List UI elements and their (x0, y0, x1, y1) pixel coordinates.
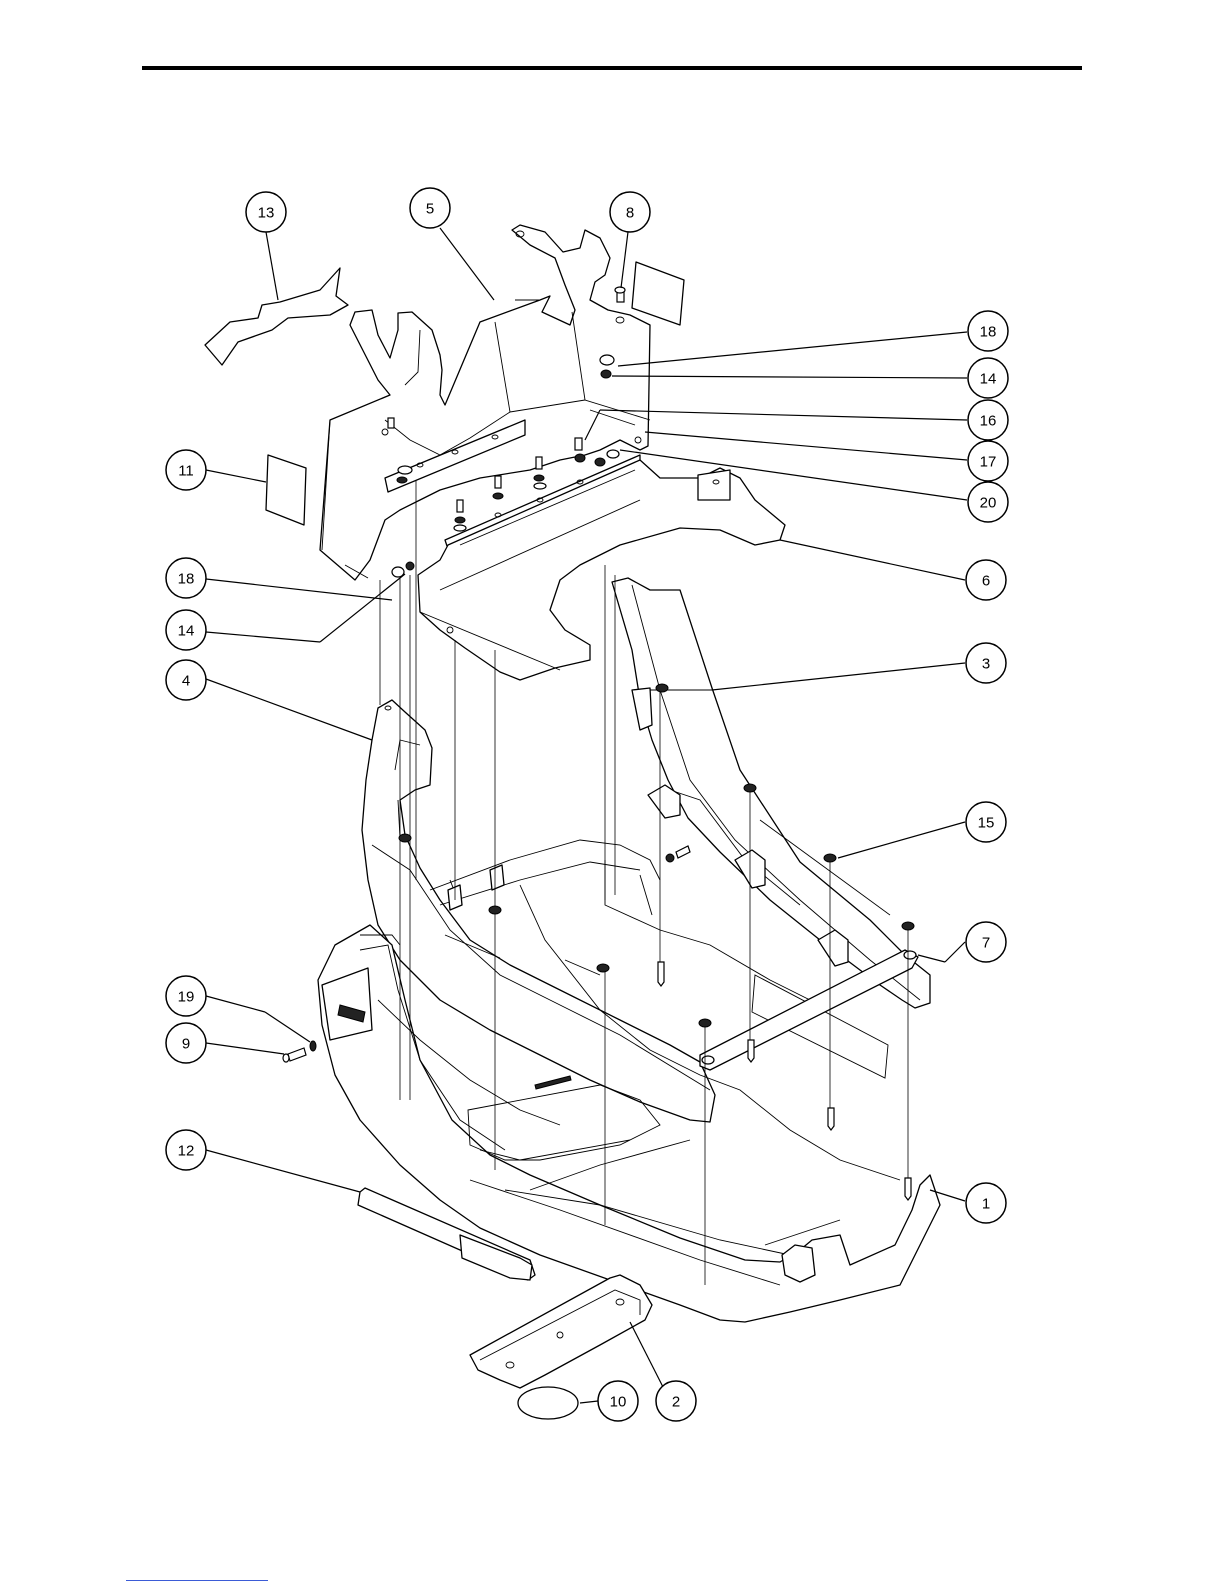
callout-18-top: 18 (968, 311, 1008, 351)
part-8-plate (632, 262, 684, 325)
callout-20: 20 (968, 482, 1008, 522)
callout-number: 14 (980, 371, 997, 388)
callout-number: 3 (982, 656, 990, 673)
callout-12: 12 (166, 1130, 206, 1170)
callout-number: 10 (610, 1394, 627, 1411)
callout-number: 9 (182, 1036, 190, 1053)
callout-9: 9 (166, 1023, 206, 1063)
callout-number: 18 (178, 571, 195, 588)
part-13-decal (205, 268, 348, 365)
callout-number: 4 (182, 673, 190, 690)
callout-11: 11 (166, 450, 206, 490)
callout-number: 1 (982, 1196, 990, 1213)
callout-number: 11 (178, 463, 194, 480)
callout-number: 8 (626, 205, 634, 222)
callout-14-left: 14 (166, 610, 206, 650)
part-6-seat-plate (418, 460, 785, 680)
callout-number: 6 (982, 573, 990, 590)
callout-1: 1 (966, 1183, 1006, 1223)
callout-5: 5 (410, 188, 450, 228)
callout-number: 20 (980, 495, 997, 512)
callout-number: 7 (982, 935, 990, 952)
callout-14-top: 14 (968, 358, 1008, 398)
callout-number: 18 (980, 324, 997, 341)
callout-13: 13 (246, 192, 286, 232)
callout-10: 10 (598, 1381, 638, 1421)
callout-number: 17 (980, 454, 997, 471)
callout-6: 6 (966, 560, 1006, 600)
callout-16: 16 (968, 400, 1008, 440)
callout-number: 15 (978, 815, 995, 832)
callout-17: 17 (968, 441, 1008, 481)
callout-number: 5 (426, 201, 434, 218)
callout-number: 2 (672, 1394, 680, 1411)
callout-8: 8 (610, 192, 650, 232)
part-2-access-cover (470, 1275, 652, 1388)
part-7-cross-brace (700, 950, 918, 1070)
callout-number: 14 (178, 623, 195, 640)
callout-19: 19 (166, 976, 206, 1016)
callout-number: 13 (258, 205, 275, 222)
callout-3: 3 (966, 643, 1006, 683)
callout-number: 16 (980, 413, 997, 430)
footer-link-underline (126, 1580, 268, 1581)
part-10-oval-decal (518, 1387, 578, 1419)
callout-18-left: 18 (166, 558, 206, 598)
callout-7: 7 (966, 922, 1006, 962)
callout-2: 2 (656, 1381, 696, 1421)
callout-number: 12 (178, 1143, 195, 1160)
callout-4: 4 (166, 660, 206, 700)
part-11-decal (266, 455, 306, 525)
callout-15: 15 (966, 802, 1006, 842)
callout-number: 19 (178, 989, 195, 1006)
